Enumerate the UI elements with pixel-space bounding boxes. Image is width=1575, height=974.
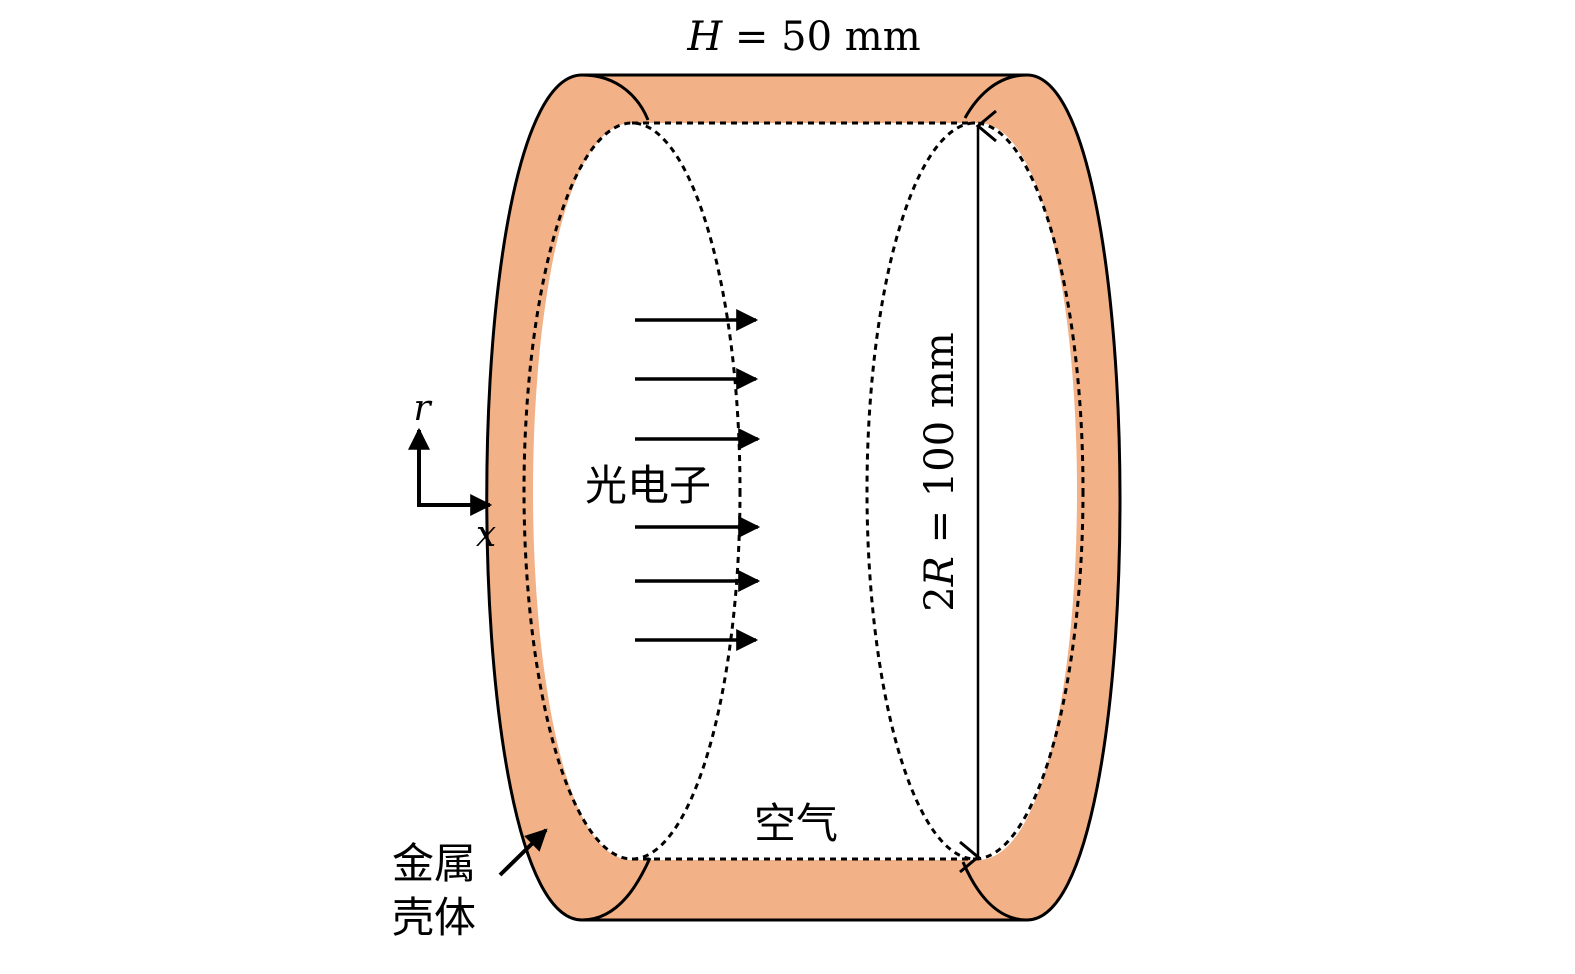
diameter-symbol: R — [917, 556, 963, 587]
height-equals: = — [722, 14, 781, 60]
height-value: 50 mm — [781, 14, 920, 60]
diagonal-arrow-icon — [498, 828, 548, 877]
air-boundary-dashed — [522, 121, 1085, 861]
metal-shell — [485, 73, 1122, 922]
height-label: H = 50 mm — [686, 14, 920, 60]
left-face-rim — [581, 73, 650, 121]
diameter-label: 2R = 100 mm — [917, 332, 963, 611]
height-symbol: H — [686, 14, 723, 60]
air-label: 空气 — [754, 799, 838, 848]
left-inner-ellipse — [522, 121, 742, 861]
diameter-prefix: 2 — [917, 586, 963, 611]
shell-label-line1: 金属 — [392, 839, 476, 888]
axis-x-label: x — [476, 514, 496, 555]
axis-r-label: r — [413, 388, 432, 429]
right-inner-ellipse — [865, 121, 1085, 861]
diameter-value: 100 mm — [917, 332, 963, 497]
air-region — [533, 123, 1077, 860]
shell-label-line2: 壳体 — [392, 893, 476, 942]
photoelectron-label: 光电子 — [585, 461, 711, 510]
left-face-rim-bottom — [581, 857, 652, 922]
diameter-equals: = — [917, 497, 963, 556]
photoelectron-arrows — [635, 309, 761, 651]
coordinate-axes — [408, 427, 493, 516]
